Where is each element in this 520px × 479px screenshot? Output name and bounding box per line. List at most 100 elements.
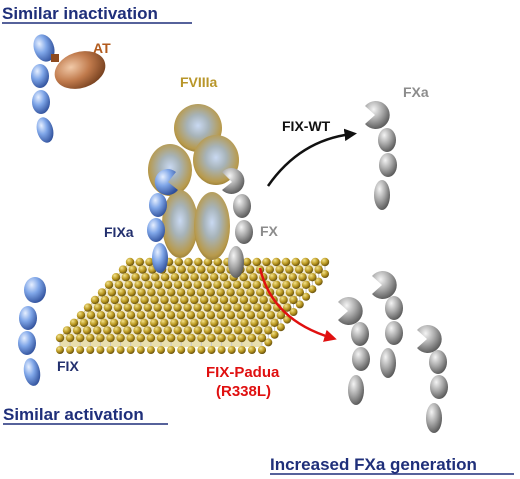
fixa-domain [31, 64, 49, 88]
fxa-domain [380, 348, 396, 378]
lipid-headgroup [93, 303, 103, 312]
lipid-headgroup [190, 295, 199, 305]
lipid-headgroup [177, 333, 186, 343]
lipid-headgroup [187, 333, 196, 343]
lipid-headgroup [197, 265, 206, 274]
lipid-headgroup [301, 280, 311, 289]
heading-increased-fxa-generation: Increased FXa generation [270, 455, 477, 474]
lipid-headgroup [176, 311, 186, 320]
lipid-headgroup [83, 303, 93, 312]
lipid-headgroup [216, 265, 225, 274]
lipid-headgroup [223, 326, 233, 335]
fixa-domain [149, 193, 167, 217]
lipid-headgroup [140, 318, 149, 327]
lipid-headgroup [126, 346, 135, 354]
lipid-headgroup [133, 303, 142, 312]
lipid-headgroup [279, 295, 288, 305]
lipid-headgroup [106, 311, 116, 320]
label-fixa: FIXa [104, 224, 134, 240]
fx-protein [222, 168, 253, 278]
lipid-headgroup [217, 346, 226, 354]
lipid-headgroup [283, 303, 292, 312]
lipid-headgroup [186, 288, 196, 297]
lipid-headgroup [109, 318, 119, 327]
label-fix-padua: FIX-Padua [206, 364, 280, 381]
lipid-headgroup [144, 280, 153, 289]
lipid-headgroup [180, 273, 189, 282]
fxa-product [338, 297, 370, 405]
fxa-product [372, 270, 403, 378]
lipid-headgroup [173, 326, 182, 335]
lipid-headgroup [114, 280, 124, 289]
lipid-headgroup [135, 257, 144, 267]
lipid-headgroup [134, 280, 143, 289]
lipid-headgroup [193, 326, 202, 335]
lipid-headgroup [285, 265, 294, 274]
fixa-domain [147, 218, 165, 242]
lipid-headgroup [76, 311, 86, 320]
lipid-headgroup [246, 265, 255, 274]
lipid-headgroup [150, 318, 159, 327]
lipid-headgroup [288, 273, 297, 282]
lipid-headgroup [219, 295, 229, 305]
lipid-headgroup [124, 280, 133, 289]
lipid-headgroup [136, 333, 145, 343]
lipid-headgroup [256, 311, 266, 320]
lipid-headgroup [163, 303, 172, 312]
fix-zymogen [18, 277, 46, 386]
lipid-headgroup [187, 265, 196, 274]
lipid-headgroup [143, 303, 152, 312]
lipid-headgroup [69, 318, 79, 327]
lipid-headgroup [106, 346, 115, 354]
lipid-headgroup [250, 318, 259, 327]
lipid-headgroup [239, 295, 249, 305]
lipid-headgroup [143, 326, 152, 335]
lipid-headgroup [86, 311, 96, 320]
lipid-headgroup [276, 323, 285, 332]
lipid-headgroup [117, 288, 127, 297]
lipid-headgroup [237, 333, 246, 343]
lipid-headgroup [210, 273, 219, 282]
lipid-headgroup [160, 273, 170, 282]
fix-wt-arrow [266, 128, 357, 187]
fxa-protease-domain [365, 101, 390, 129]
lipid-headgroup [295, 300, 304, 309]
lipid-headgroup [86, 333, 95, 343]
fviiia-domain [194, 192, 230, 260]
fixa-protease-domain [154, 169, 178, 196]
fxa-domain [352, 347, 370, 371]
lipid-headgroup [239, 273, 248, 282]
lipid-headgroup [263, 303, 272, 312]
lipid-headgroup [173, 303, 182, 312]
lipid-headgroup [237, 346, 246, 354]
lipid-headgroup [170, 318, 179, 327]
lipid-headgroup [282, 280, 291, 289]
lipid-headgroup [125, 257, 135, 267]
lipid-headgroup [254, 326, 263, 335]
lipid-headgroup [223, 303, 232, 312]
lipid-headgroup [123, 303, 132, 312]
lipid-headgroup [97, 288, 107, 297]
label-fviiia: FVIIIa [180, 74, 218, 90]
lipid-headgroup [99, 318, 109, 327]
lipid-headgroup [194, 257, 203, 267]
lipid-headgroup [176, 288, 186, 297]
lipid-headgroup [264, 338, 273, 347]
lipid-headgroup [170, 295, 179, 305]
lipid-headgroup [96, 346, 105, 354]
lipid-headgroup [207, 333, 216, 343]
lipid-headgroup [236, 288, 245, 297]
lipid-headgroup [270, 318, 279, 327]
lipid-headgroup [226, 311, 236, 320]
lipid-headgroup [240, 318, 249, 327]
lipid-headgroup [266, 311, 276, 320]
lipid-headgroup [230, 318, 239, 327]
lipid-headgroup [203, 326, 213, 335]
lipid-headgroup [150, 295, 159, 305]
lipid-headgroup [227, 346, 236, 354]
lipid-headgroup [174, 257, 183, 267]
lipid-headgroup [314, 277, 323, 286]
lipid-headgroup [113, 326, 122, 335]
lipid-headgroup [259, 295, 268, 305]
fxa-domain [385, 296, 403, 320]
